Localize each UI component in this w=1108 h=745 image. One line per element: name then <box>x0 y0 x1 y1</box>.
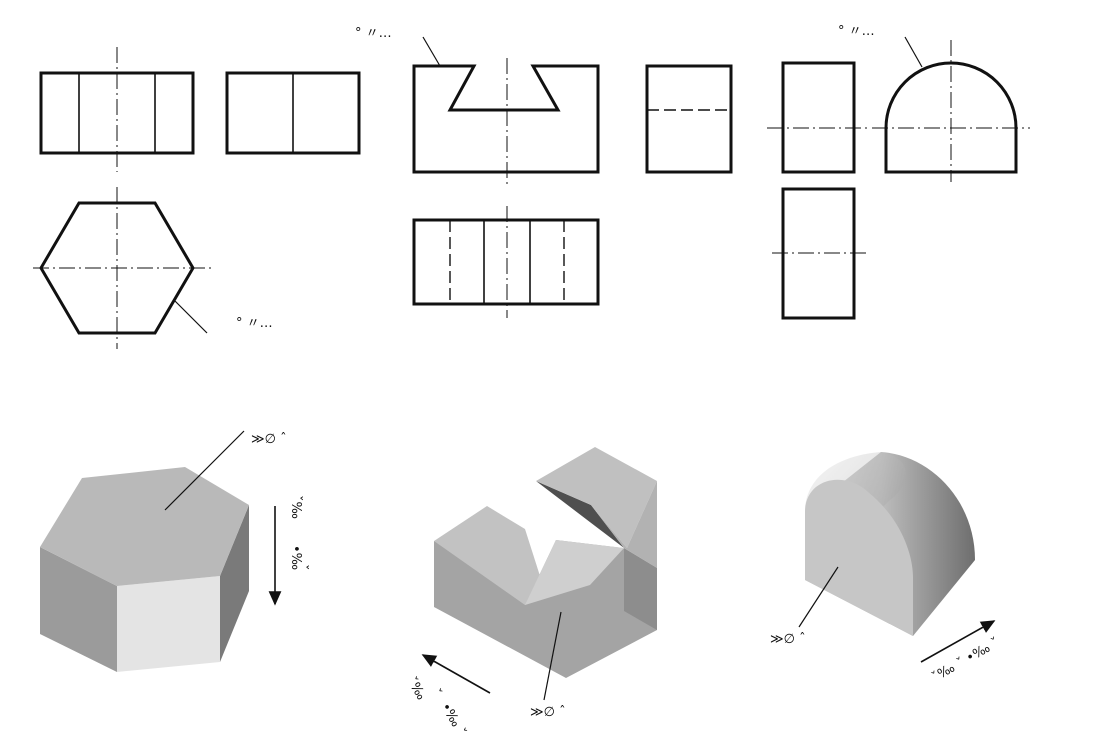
hex-prism-isometric <box>40 430 249 672</box>
notch-arrow-label-a: ˇ‰ <box>404 675 429 703</box>
round-front-face-label: ≫∅ ˆ <box>770 632 806 647</box>
notch-front-face-label: ≫∅ ˆ <box>530 705 566 720</box>
left-note-label: ° 〃… <box>236 316 273 331</box>
hex-arrow-label-c: ˇ <box>294 564 309 571</box>
hex-prism-side-view <box>225 71 361 155</box>
hex-prism-front-view <box>39 47 195 172</box>
round-direction-arrow <box>920 620 996 663</box>
notch-arrow-label-c: •‰ ˇ <box>438 701 469 739</box>
hex-top-face-label: ≫∅ ˆ <box>251 432 287 447</box>
hex-arrow-label-a: ˇ‰ <box>288 495 303 519</box>
notched-block-isometric <box>434 447 657 701</box>
round-block-top-view <box>772 187 868 320</box>
hex-prism-top-view <box>33 187 213 349</box>
notch-direction-arrow <box>421 654 491 694</box>
top-note-1-label: ° 〃… <box>355 26 392 41</box>
notched-block-front-view <box>412 36 600 186</box>
notched-block-side-view <box>645 64 733 174</box>
round-block-front-view <box>767 61 870 174</box>
notched-block-top-view <box>412 206 600 318</box>
notch-arrow-label-b: ˇ <box>428 687 444 700</box>
hex-arrow-label-b: •‰ <box>288 545 303 570</box>
round-block-side-view <box>872 36 1030 182</box>
round-block-isometric <box>798 452 975 636</box>
round-arrow-label-a: ˇ‰ <box>930 660 958 685</box>
top-note-2-label: ° 〃… <box>838 24 875 39</box>
round-arrow-label-b: ˇ •‰ ˇ <box>955 635 1003 671</box>
